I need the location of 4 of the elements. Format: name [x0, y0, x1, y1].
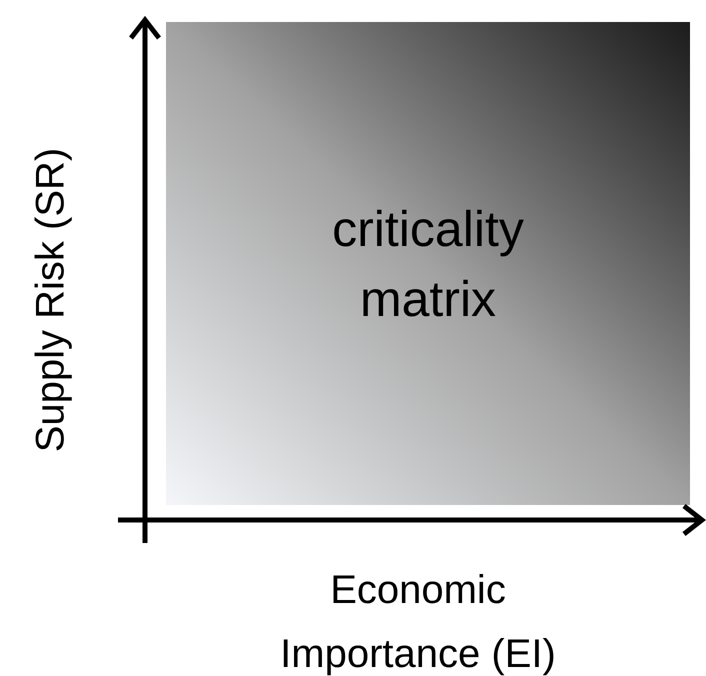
matrix-square	[166, 22, 690, 505]
y-axis-label: Supply Risk (SR)	[27, 148, 73, 452]
matrix-title: criticality matrix	[331, 200, 525, 328]
x-axis-label: Economic Importance (EI)	[279, 567, 557, 676]
